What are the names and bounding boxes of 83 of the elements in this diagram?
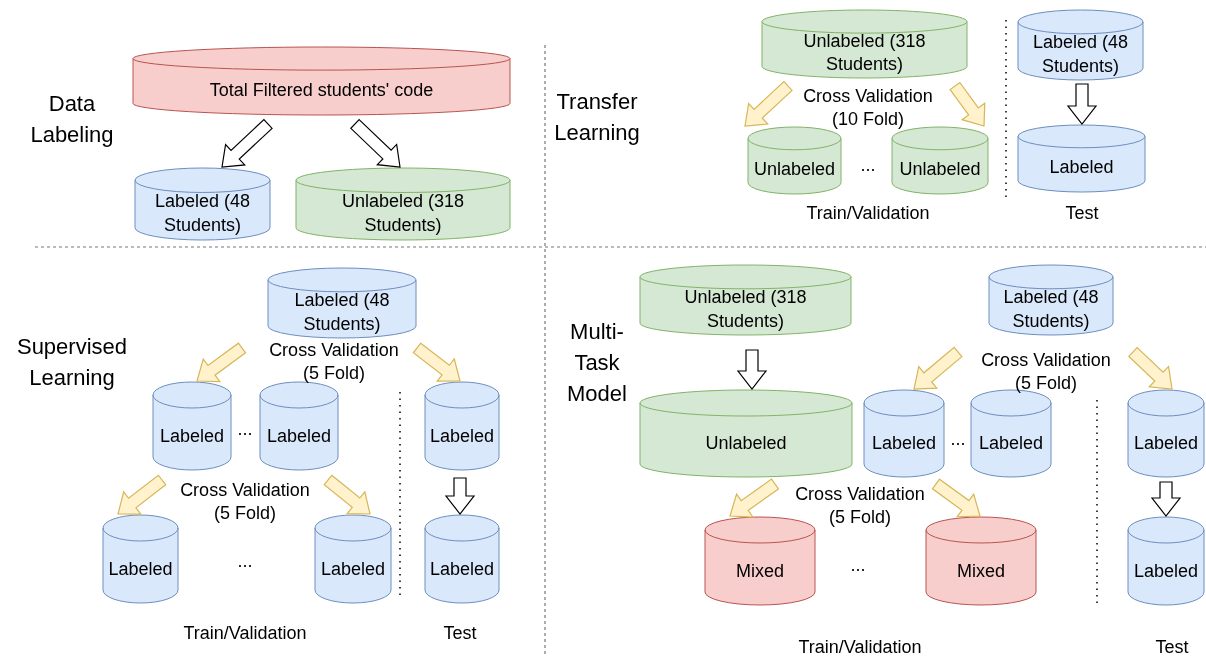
text-label: ... — [949, 428, 967, 452]
cylinder-label: Unlabeled — [899, 157, 981, 181]
database-cylinder — [705, 517, 815, 605]
cylinder-label: Labeled — [1133, 559, 1199, 583]
database-cylinder — [748, 127, 841, 194]
database-cylinder — [864, 390, 944, 477]
database-cylinder — [103, 515, 178, 603]
database-cylinder — [296, 168, 510, 240]
cylinder-label: Labeled (48 Students) — [153, 190, 252, 237]
cylinder-label: Labeled (48 Students) — [1002, 286, 1100, 333]
database-cylinder — [762, 10, 967, 78]
database-cylinder — [640, 265, 851, 335]
block-arrow — [729, 478, 780, 518]
text-label: ... — [859, 154, 877, 178]
cylinder-label: Mixed — [736, 559, 784, 583]
text-label: Test — [442, 622, 478, 646]
text-label: Cross Validation (5 Fold) — [794, 482, 926, 529]
block-arrow — [1150, 481, 1182, 517]
cylinder-label: Labeled — [108, 557, 173, 581]
database-cylinder — [153, 382, 231, 470]
text-label: Cross Validation (5 Fold) — [980, 348, 1112, 395]
database-cylinder — [926, 517, 1036, 605]
database-cylinder — [989, 265, 1113, 335]
cylinder-label: Labeled — [1049, 155, 1114, 179]
database-cylinder — [425, 382, 499, 470]
cylinder-label: Labeled — [871, 432, 937, 456]
text-label: ... — [849, 554, 867, 578]
block-arrow — [949, 81, 986, 127]
database-cylinder — [425, 515, 499, 603]
section-title: Supervised Learning — [15, 333, 129, 392]
cylinder-label: Labeled — [1133, 432, 1199, 456]
block-arrow — [196, 342, 247, 383]
block-arrow — [350, 118, 401, 168]
block-arrow — [913, 346, 963, 390]
block-arrow — [412, 342, 461, 382]
cylinder-label: Labeled — [429, 557, 495, 581]
cylinder-label: Unlabeled (318 Students) — [340, 190, 466, 237]
cylinder-label: Unlabeled — [753, 157, 836, 181]
cylinder-label: Labeled — [266, 424, 332, 448]
database-cylinder — [260, 382, 338, 470]
database-cylinder — [640, 390, 852, 477]
cylinder-label: Unlabeled (318 Students) — [802, 29, 927, 77]
section-title: Multi-Task Model — [566, 317, 628, 408]
block-arrow — [117, 474, 167, 515]
section-title: Data Labeling — [29, 90, 115, 149]
text-label: Train/Validation — [182, 622, 308, 646]
text-label: Test — [1064, 202, 1100, 226]
cylinder-label: Labeled — [429, 424, 495, 448]
block-arrow — [744, 80, 793, 127]
cylinder-label: Labeled — [320, 557, 386, 581]
database-cylinder — [135, 168, 270, 240]
cylinder-label: Labeled — [978, 432, 1044, 456]
cylinder-label: Mixed — [957, 559, 1005, 583]
cylinder-label: Unlabeled (318 Students) — [683, 286, 808, 333]
database-cylinder — [315, 515, 391, 603]
block-arrow — [444, 477, 476, 515]
database-cylinder — [1128, 390, 1204, 477]
database-cylinder — [1128, 517, 1204, 605]
text-label: Cross Validation (10 Fold) — [802, 84, 934, 131]
text-label: Test — [1154, 636, 1190, 660]
block-arrow — [1066, 83, 1098, 125]
block-arrow — [1128, 346, 1173, 390]
text-label: Train/Validation — [805, 202, 931, 226]
cylinder-label: Labeled — [159, 424, 225, 448]
text-label: Cross Validation (5 Fold) — [179, 478, 311, 525]
cylinder-label: Labeled (48 Students) — [1031, 31, 1130, 78]
cylinder-label: Unlabeled — [705, 432, 787, 456]
database-cylinder — [268, 268, 416, 338]
text-label: Cross Validation (5 Fold) — [268, 338, 400, 385]
cylinder-label: Labeled (48 Students) — [293, 289, 391, 336]
block-arrow — [736, 349, 768, 390]
text-label: ... — [236, 550, 254, 574]
text-label: ... — [236, 418, 254, 442]
database-cylinder — [1018, 125, 1145, 192]
text-label: Train/Validation — [797, 636, 923, 660]
database-cylinder — [892, 127, 988, 194]
block-arrow — [323, 474, 371, 515]
database-cylinder — [133, 47, 510, 115]
database-cylinder — [1018, 10, 1143, 80]
cylinder-label: Total Filtered students' code — [209, 78, 434, 102]
block-arrow — [931, 478, 981, 518]
section-title: Transfer Learning — [553, 88, 641, 147]
block-arrow — [221, 118, 273, 168]
